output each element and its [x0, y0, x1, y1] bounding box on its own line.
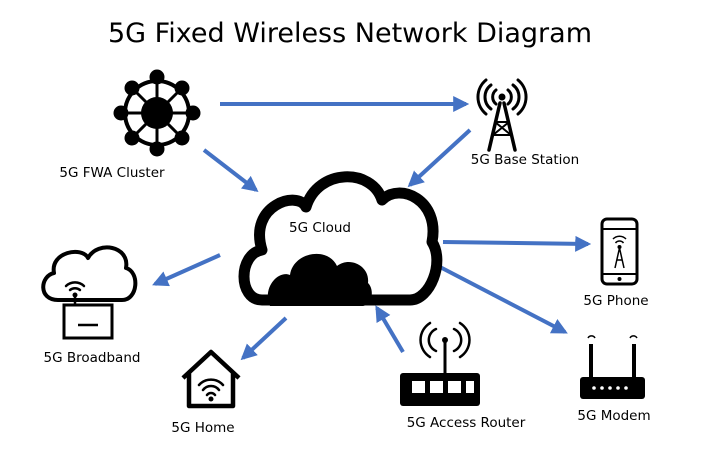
home-label: 5G Home: [171, 420, 234, 436]
arrow-cloud-to-broadband: [152, 253, 221, 287]
cluster-label: 5G FWA Cluster: [59, 165, 165, 181]
broadband-label: 5G Broadband: [44, 350, 141, 366]
cell-tower-icon: [476, 78, 528, 152]
arrow-cloud-to-phone: [442, 235, 592, 252]
arrow-cloud-to-modem: [439, 265, 568, 334]
router-label: 5G Access Router: [407, 415, 526, 431]
phone-label: 5G Phone: [583, 293, 648, 309]
cloud-label: 5G Cloud: [289, 220, 351, 236]
modem-icon: [580, 335, 645, 399]
router-icon: [400, 321, 480, 406]
broadband-modem-icon: [41, 245, 138, 340]
arrow-cluster-to-cloud: [202, 148, 259, 192]
cloud-icon: [238, 171, 443, 306]
connection-arrows: [152, 96, 592, 361]
diagram-title: 5G Fixed Wireless Network Diagram: [108, 18, 592, 49]
arrow-base-station-to-cloud: [407, 128, 472, 188]
cluster-icon: [113, 69, 201, 157]
home-wifi-icon: [181, 349, 241, 409]
base-station-label: 5G Base Station: [471, 152, 580, 168]
arrow-router-to-cloud: [375, 305, 405, 354]
modem-label: 5G Modem: [577, 408, 650, 424]
arrow-cloud-to-home: [240, 316, 288, 361]
smartphone-icon: [600, 217, 639, 286]
